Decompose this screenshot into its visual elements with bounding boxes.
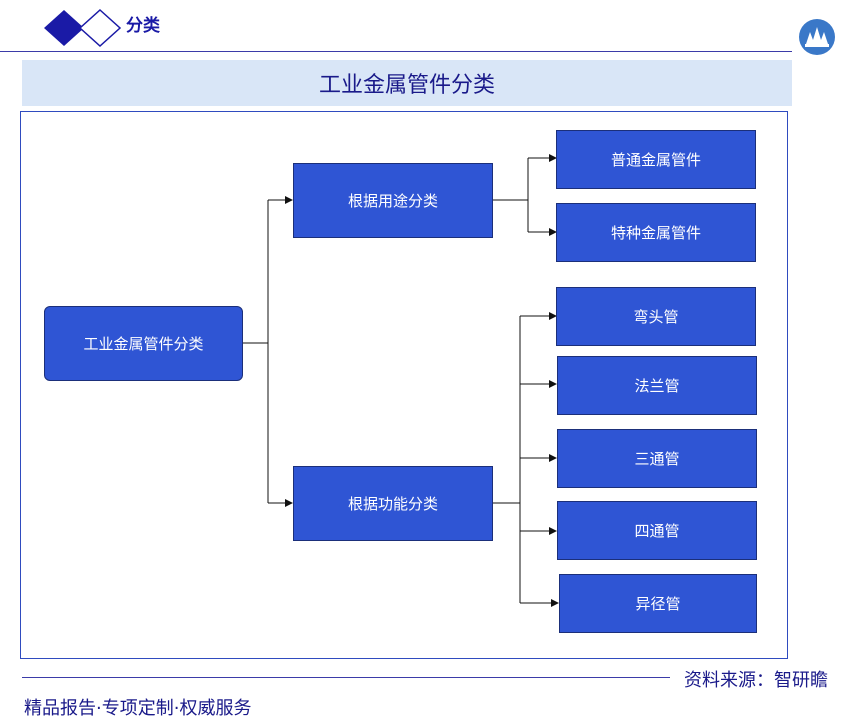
node-function-reducer: 异径管 [559, 574, 757, 633]
node-branch-usage: 根据用途分类 [293, 163, 493, 238]
node-function-cross: 四通管 [557, 501, 757, 560]
brand-logo-icon [799, 19, 835, 55]
top-divider [0, 51, 792, 52]
node-usage-general: 普通金属管件 [556, 130, 756, 189]
node-function-tee: 三通管 [557, 429, 757, 488]
node-function-elbow: 弯头管 [556, 287, 756, 346]
diagram-frame [20, 111, 788, 659]
footer-slogan: 精品报告·专项定制·权威服务 [24, 698, 252, 719]
node-usage-special: 特种金属管件 [556, 203, 756, 262]
diagram-title: 工业金属管件分类 [22, 60, 792, 106]
header-diamonds-logo [44, 8, 122, 48]
node-root: 工业金属管件分类 [44, 306, 243, 381]
node-branch-function: 根据功能分类 [293, 466, 493, 541]
header-title: 分类 [126, 16, 160, 36]
bottom-divider [22, 677, 670, 678]
node-function-flange: 法兰管 [557, 356, 757, 415]
source-note: 资料来源：智研瞻 [684, 670, 828, 691]
